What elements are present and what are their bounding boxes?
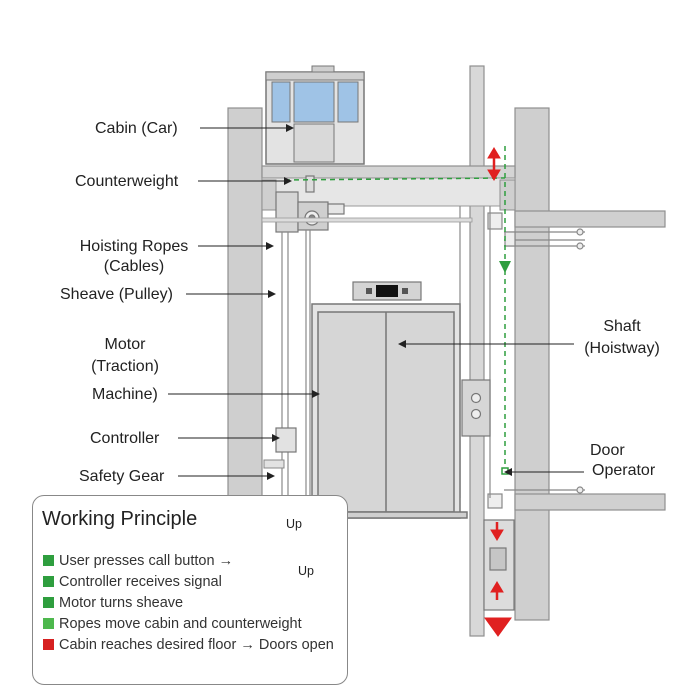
red-arrows xyxy=(484,147,512,637)
crossbar xyxy=(261,217,473,223)
working-principle-title: Working Principle xyxy=(42,508,198,530)
working-principle-box: Working Principle User presses call butt… xyxy=(32,495,348,685)
wp-up-label: Up xyxy=(286,517,302,531)
shaft-right-wall xyxy=(514,107,550,621)
lower-bolts xyxy=(487,486,585,509)
label-hoisting-ropes: Hoisting Ropes xyxy=(79,238,189,255)
upper-arm xyxy=(514,210,666,228)
label-machine: Machine) xyxy=(92,386,158,403)
wp-step-5: Cabin reaches desired floor → Doors open xyxy=(43,637,334,653)
label-safety-gear: Safety Gear xyxy=(79,468,165,485)
green-square-icon xyxy=(43,555,54,566)
red-square-icon xyxy=(43,639,54,650)
cabin-illustration xyxy=(265,65,365,165)
beam-bracket-left xyxy=(261,179,277,211)
beam-bracket-right xyxy=(499,179,516,211)
green-square-icon xyxy=(43,597,54,608)
landing-doors xyxy=(304,303,468,519)
wp-up-panel-label: Up xyxy=(298,564,314,578)
label-motor: Motor xyxy=(104,336,146,353)
label-door: Door xyxy=(590,442,625,459)
label-hoisting-ropes-sub: (Cables) xyxy=(103,258,165,275)
wp-step-2: Controller receives signal xyxy=(43,574,222,590)
door-operator-box xyxy=(461,379,491,437)
label-cabin: Cabin (Car) xyxy=(95,120,178,137)
label-shaft-sub: (Hoistway) xyxy=(584,340,660,357)
wp-step-1: User presses call button → xyxy=(43,553,233,569)
safety-gear-part xyxy=(263,459,285,469)
top-beam xyxy=(261,165,516,179)
counterweight-block xyxy=(483,519,515,611)
label-sheave: Sheave (Pulley) xyxy=(60,286,173,303)
upper-bolts xyxy=(487,212,585,250)
label-motor-sub: (Traction) xyxy=(91,358,159,375)
center-rail xyxy=(469,65,485,637)
controller-box xyxy=(275,427,297,453)
green-square-icon xyxy=(43,618,54,629)
label-shaft: Shaft xyxy=(603,318,641,335)
leader-lines xyxy=(168,124,584,480)
lower-arm xyxy=(514,493,666,511)
wp-step-4: Ropes move cabin and counterweight xyxy=(43,616,302,632)
wp-step-3: Motor turns sheave xyxy=(43,595,183,611)
green-square-icon xyxy=(43,576,54,587)
label-door-operator: Operator xyxy=(592,462,656,479)
floor-indicator xyxy=(352,281,422,301)
label-counterweight: Counterweight xyxy=(75,173,179,190)
label-controller: Controller xyxy=(90,430,160,447)
